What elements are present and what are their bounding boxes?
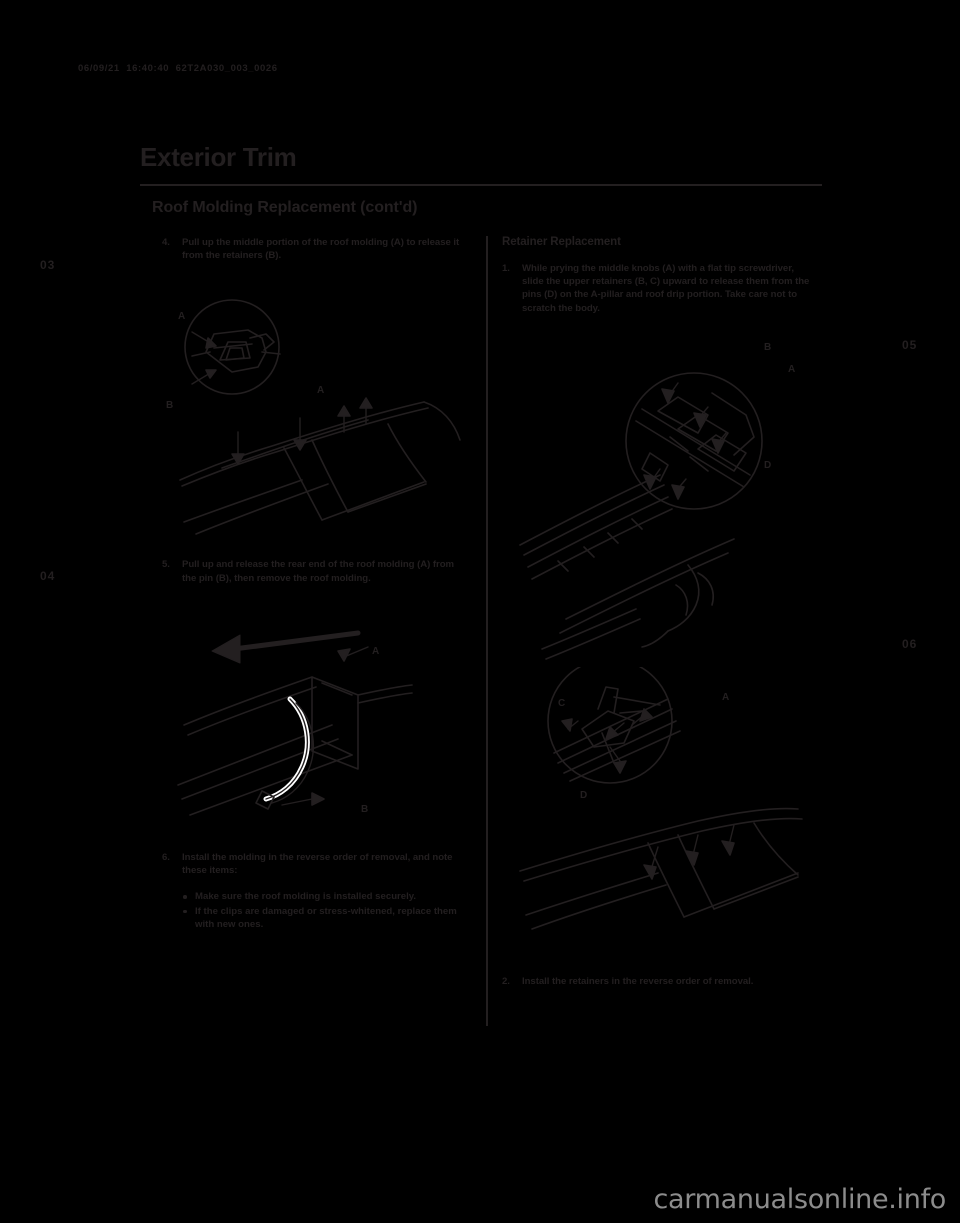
margin-tab-left-04: 04	[40, 569, 56, 583]
retainer-step-2-number: 2.	[502, 975, 510, 987]
retainer-step-2-text: Install the retainers in the reverse ord…	[522, 975, 754, 987]
upper-retainer-a-pillar-illustration	[519, 372, 763, 660]
callout-b: B	[166, 400, 174, 412]
retainer-step-2: 2. Install the retainers in the reverse …	[502, 975, 814, 988]
upper-retainer-a-pillar-figure: B A D	[502, 333, 814, 663]
step-5-text: Pull up and release the rear end of the …	[182, 559, 454, 584]
page-subtitle: Roof Molding Replacement (cont'd)	[152, 199, 418, 216]
callout-b-pin: B	[361, 803, 369, 815]
roof-molding-rear-pin-release-illustration	[177, 630, 413, 816]
note-item-2: If the clips are damaged or stress-white…	[182, 905, 467, 932]
step-6-text: Install the molding in the reverse order…	[182, 851, 453, 877]
roof-molding-rear-pin-release-figure: A B	[162, 599, 467, 835]
callout-d-pin: D	[764, 459, 772, 471]
callout-b-upper-retainer: B	[764, 341, 772, 353]
retainer-roof-drip-detail-illustration	[519, 666, 803, 930]
step-6-number: 6.	[162, 851, 170, 863]
column-divider	[486, 236, 488, 1026]
left-column: 4. Pull up the middle portion of the roo…	[162, 236, 467, 932]
roof-molding-middle-release-figure: A B A	[162, 272, 467, 542]
roof-molding-middle-release-illustration	[179, 299, 461, 536]
step-6: 6. Install the molding in the reverse or…	[162, 851, 467, 877]
page-meta-header: 06/09/21 16:40:40 62T2A030_003_0026	[78, 63, 278, 74]
margin-tab-right-06: 06	[902, 637, 918, 651]
callout-d-drip-pin: D	[580, 789, 588, 801]
margin-tab-left-03: 03	[40, 258, 56, 272]
step-5-number: 5.	[162, 559, 170, 571]
callout-a-knob-detail: A	[722, 691, 730, 703]
retainer-step-1-text: While prying the middle knobs (A) with a…	[522, 263, 810, 314]
retainer-step-1-number: 1.	[502, 263, 510, 274]
callout-a-middle-knob: A	[788, 363, 796, 375]
site-watermark: carmanualsonline.info	[653, 1184, 947, 1215]
callout-a-upper: A	[178, 311, 186, 323]
step-6-notes: Make sure the roof molding is installed …	[162, 890, 467, 931]
right-column: Retainer Replacement 1. While prying the…	[502, 236, 814, 994]
retainer-step-1: 1. While prying the middle knobs (A) wit…	[502, 262, 814, 315]
callout-a-rear-molding: A	[372, 645, 380, 657]
margin-tab-right-05: 05	[902, 338, 918, 352]
callout-a-roof: A	[317, 385, 325, 397]
step-5: 5. Pull up and release the rear end of t…	[162, 558, 467, 584]
step-4: 4. Pull up the middle portion of the roo…	[162, 236, 467, 262]
retainer-replacement-heading: Retainer Replacement	[502, 236, 621, 248]
callout-c-upper-retainer: C	[558, 697, 566, 709]
note-item-1: Make sure the roof molding is installed …	[182, 890, 467, 903]
step-4-text: Pull up the middle portion of the roof m…	[182, 237, 460, 262]
page-title: Exterior Trim	[140, 142, 297, 172]
title-divider	[140, 184, 822, 186]
step-4-number: 4.	[162, 237, 170, 248]
retainer-roof-drip-detail-figure: C A D	[502, 666, 814, 967]
